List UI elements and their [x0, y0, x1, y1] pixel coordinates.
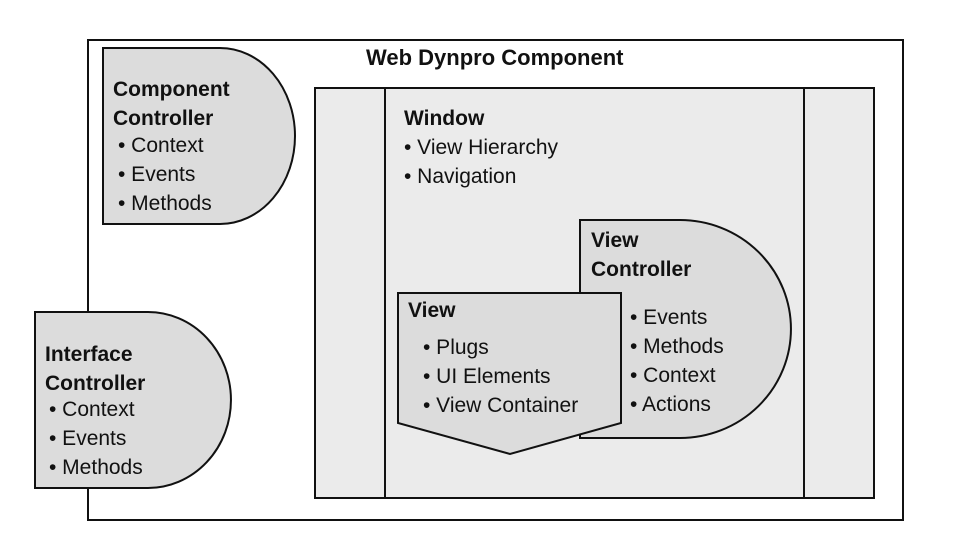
component-controller-shape — [102, 47, 296, 225]
view-item-ui-elements: • UI Elements — [423, 365, 551, 388]
window-item-view-hierarchy: • View Hierarchy — [404, 136, 559, 159]
view-controller-item-actions: • Actions — [630, 393, 711, 416]
component-controller-item-methods: • Methods — [118, 192, 212, 215]
view-item-view-container: • View Container — [423, 394, 579, 417]
interface-controller-item-methods: • Methods — [49, 456, 143, 479]
view-item-plugs: • Plugs — [423, 336, 489, 359]
view-controller-item-context: • Context — [630, 364, 716, 387]
interface-controller-shape — [34, 311, 232, 489]
interface-controller-title-1: Interface — [45, 343, 133, 366]
component-controller-item-events: • Events — [118, 163, 196, 186]
component-controller-title-1: Component — [113, 78, 230, 101]
component-controller-item-context: • Context — [118, 134, 204, 157]
window-title: Window — [404, 107, 485, 130]
interface-controller-item-context: • Context — [49, 398, 135, 421]
view-shape — [397, 292, 622, 456]
window-item-navigation: • Navigation — [404, 165, 517, 188]
view-controller-item-methods: • Methods — [630, 335, 724, 358]
view-controller-item-events: • Events — [630, 306, 708, 329]
component-controller-title-2: Controller — [113, 107, 214, 130]
view-title: View — [408, 299, 456, 322]
interface-controller-item-events: • Events — [49, 427, 127, 450]
interface-controller-title-2: Controller — [45, 372, 146, 395]
view-controller-title-1: View — [591, 229, 639, 252]
view-controller-title-2: Controller — [591, 258, 692, 281]
view-controller-shape — [579, 219, 792, 439]
component-title: Web Dynpro Component — [366, 45, 624, 70]
